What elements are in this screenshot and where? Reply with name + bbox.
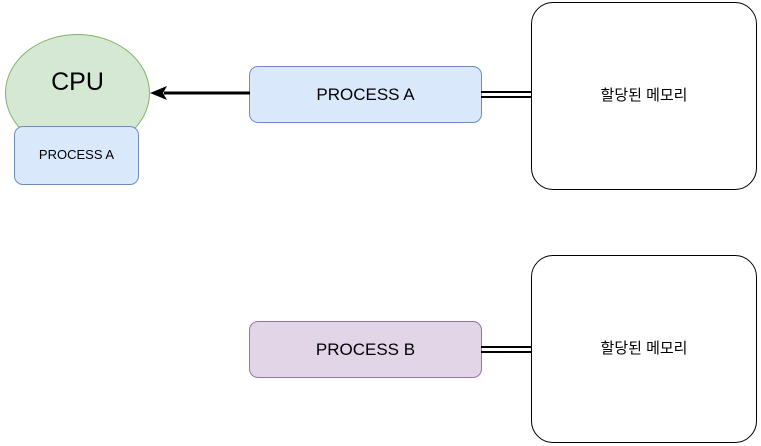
cpu-running-process-label: PROCESS A <box>38 147 115 163</box>
process-b-node[interactable]: PROCESS B <box>249 321 482 378</box>
memory-a-label: 할당된 메모리 <box>600 87 688 105</box>
connector-process-b-to-memory-b <box>481 346 532 353</box>
memory-a-node[interactable]: 할당된 메모리 <box>531 2 757 190</box>
process-a-node[interactable]: PROCESS A <box>249 66 482 123</box>
cpu-label: CPU <box>51 67 104 96</box>
cpu-running-process-node[interactable]: PROCESS A <box>14 126 139 185</box>
memory-b-label: 할당된 메모리 <box>600 340 688 358</box>
arrow-head <box>150 86 167 100</box>
process-b-label: PROCESS B <box>315 339 416 359</box>
connector-process-a-to-memory-a <box>481 91 532 98</box>
arrow-process-a-to-cpu <box>150 86 250 100</box>
memory-b-node[interactable]: 할당된 메모리 <box>531 255 757 443</box>
process-a-label: PROCESS A <box>316 84 415 104</box>
